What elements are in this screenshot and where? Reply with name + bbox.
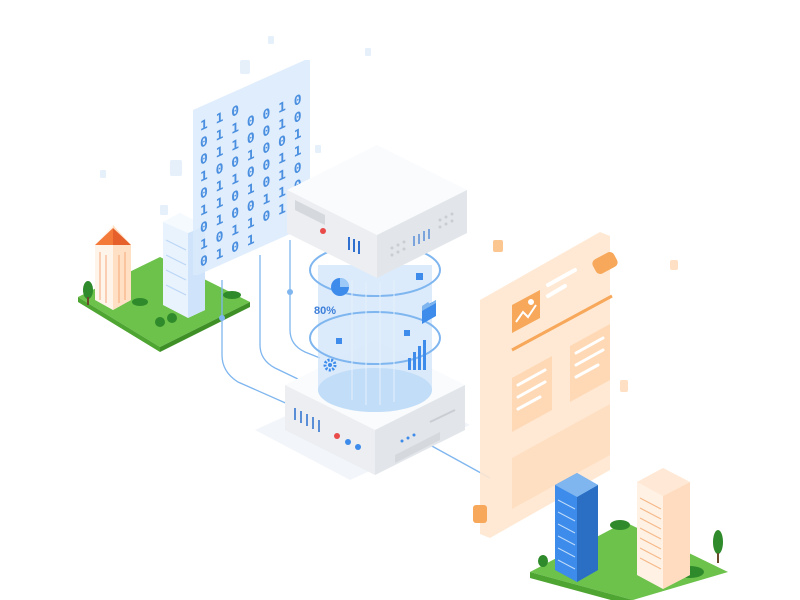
data-cube-icon xyxy=(404,330,410,336)
pie-chart-icon xyxy=(331,278,349,296)
data-cube-icon xyxy=(416,273,423,280)
blue-office-tower xyxy=(555,473,598,582)
status-light-red xyxy=(334,433,340,439)
top-server xyxy=(287,145,467,278)
left-city-island xyxy=(78,213,250,352)
binary-code: 1 1 0 0 1 1 0 0 1 0 0 1 1 0 0 1 0 1 0 0 … xyxy=(200,91,302,271)
connection-lines xyxy=(219,240,491,479)
orange-tower xyxy=(95,225,131,310)
status-light-red xyxy=(320,228,326,234)
folder-icon xyxy=(422,300,436,324)
image-icon xyxy=(515,299,537,323)
status-light-blue xyxy=(355,444,361,450)
gear-icon xyxy=(323,358,337,372)
data-cylinder: 80% xyxy=(309,243,441,412)
background-particles xyxy=(100,36,371,215)
peach-office-tower xyxy=(637,468,690,589)
data-cube-icon xyxy=(336,338,342,344)
right-city-island xyxy=(530,468,728,600)
bar-chart-icon xyxy=(408,340,426,370)
document-panel xyxy=(473,232,678,538)
binary-data-panel: 1 1 0 0 1 1 0 0 1 0 0 1 1 0 0 1 0 1 0 0 … xyxy=(193,60,310,275)
server-stack: 80% xyxy=(255,145,470,480)
tree xyxy=(83,281,241,327)
status-light-blue xyxy=(345,439,351,445)
percentage-label: 80% xyxy=(314,305,336,317)
